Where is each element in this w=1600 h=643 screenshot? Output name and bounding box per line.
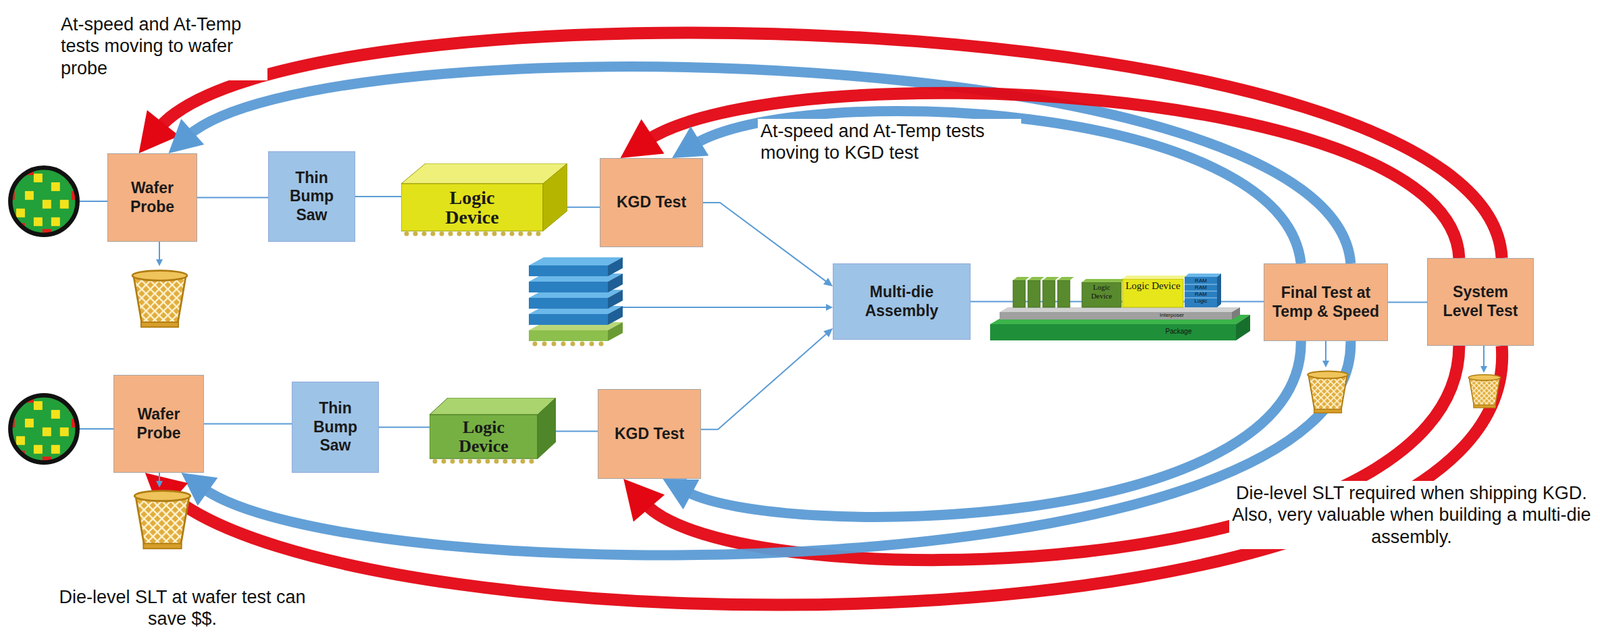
- arrow-head: [823, 277, 833, 287]
- process-box: Multi-die Assembly: [832, 263, 971, 340]
- arrow-head: [168, 118, 204, 154]
- connector: [181, 341, 1351, 556]
- connector: [355, 196, 402, 198]
- connector: [701, 328, 833, 430]
- layer-label: Package: [1148, 327, 1209, 336]
- node-label: Wafer Probe: [112, 178, 192, 217]
- memory-stack: [528, 257, 832, 347]
- node-label: Thin Bump Saw: [273, 168, 350, 225]
- die-label: Logic Device: [1122, 279, 1184, 292]
- wafer-icon: [7, 164, 114, 466]
- test-box: Wafer Probe: [113, 374, 204, 473]
- ram-label: Logic: [1184, 297, 1218, 304]
- logic-device-block: Logic Device: [429, 397, 556, 465]
- connector: [555, 430, 598, 432]
- callout-note: Die-level SLT required when shipping KGD…: [1229, 480, 1594, 550]
- arrow-head: [823, 328, 833, 338]
- connector: [168, 66, 1351, 264]
- connector: [197, 197, 269, 198]
- layer-label: Interposer: [1141, 312, 1203, 319]
- test-box: KGD Test: [599, 158, 704, 248]
- arrow-head: [672, 126, 709, 159]
- connector: [567, 206, 600, 208]
- connector: [1387, 301, 1428, 303]
- node-label: Final Test at Temp & Speed: [1269, 283, 1383, 321]
- connector: [203, 423, 292, 425]
- callout-note: Die-level SLT at wafer test can save $$.: [47, 584, 318, 632]
- callout-note: At-speed and At-Temp tests moving to waf…: [58, 12, 268, 81]
- test-box: Wafer Probe: [107, 153, 198, 242]
- arrow-head: [620, 119, 665, 159]
- connector: [378, 426, 430, 428]
- arrow-head: [623, 478, 665, 523]
- arrow-head: [662, 478, 700, 510]
- logic-device-block: Logic Device: [401, 163, 568, 237]
- die-label: Logic Device: [1081, 282, 1122, 300]
- process-box: Thin Bump Saw: [268, 151, 356, 242]
- connector: [672, 110, 1301, 264]
- ram-label: RAM: [1184, 284, 1218, 291]
- process-box: Thin Bump Saw: [291, 381, 379, 473]
- connector: [145, 345, 1503, 606]
- node-label: Logic Device: [429, 414, 538, 459]
- callout-note: At-speed and At-Temp tests moving to KGD…: [757, 118, 1022, 166]
- node-label: Wafer Probe: [118, 405, 199, 443]
- node-label: Thin Bump Saw: [297, 399, 374, 456]
- connector: [139, 32, 1503, 258]
- test-box: Final Test at Temp & Speed: [1263, 263, 1388, 342]
- node-label: Logic Device: [401, 183, 544, 231]
- node-label: System Level Test: [1432, 282, 1529, 321]
- node-label: KGD Test: [614, 424, 685, 444]
- connector: [662, 341, 1301, 517]
- connector: [703, 202, 833, 287]
- node-label: KGD Test: [616, 193, 687, 213]
- node-label: Multi-die Assembly: [838, 282, 966, 321]
- test-box: KGD Test: [597, 389, 702, 479]
- ram-label: RAM: [1184, 277, 1218, 284]
- test-box: System Level Test: [1427, 257, 1534, 346]
- ram-label: RAM: [1184, 291, 1218, 298]
- assembly-illustration: [990, 273, 1251, 341]
